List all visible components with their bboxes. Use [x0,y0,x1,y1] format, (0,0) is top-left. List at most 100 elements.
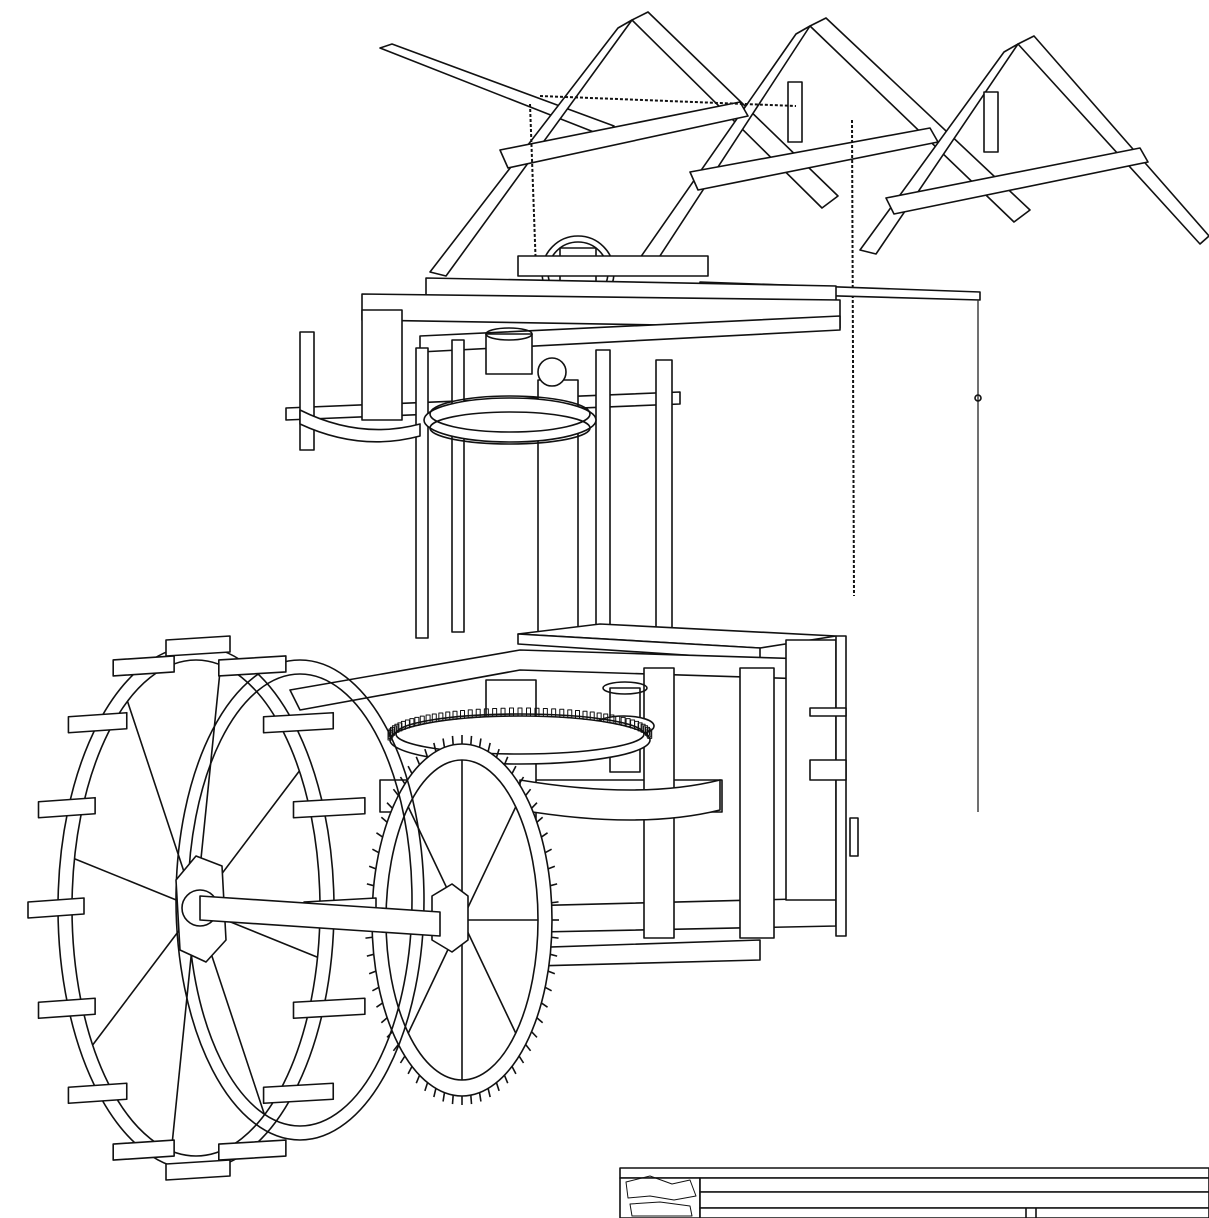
wheel-paddle [292,796,366,819]
gear-tooth [550,953,558,957]
masonry-wall [619,1167,1209,1218]
gear-tooth [525,788,532,797]
crown-tooth [452,710,458,720]
gear-tooth [392,1043,399,1052]
gear-tooth [424,1082,429,1092]
crown-tooth [394,723,400,733]
gear-tooth [376,832,384,838]
gear-tooth [376,1002,384,1008]
crown-tooth [542,707,548,717]
crown-tooth [475,708,481,718]
crown-tooth [551,708,557,718]
gear-tooth [380,1017,388,1024]
gear-tooth [399,776,406,785]
gear-tooth [540,832,548,838]
gear-tooth [366,953,374,957]
gear-tooth [380,816,388,823]
gear-tooth [415,756,421,766]
wheel-paddle [67,1082,128,1105]
gear-tooth [451,735,454,745]
wheel-paddle [37,796,96,819]
crown-tooth [526,707,532,717]
gear-tooth [386,802,394,809]
crown-tooth [445,711,451,721]
gear-tooth [547,865,556,870]
wheel-paddle [112,1139,175,1161]
gear-tooth [495,748,500,758]
crown-tooth [431,713,437,723]
crown-tooth [438,712,444,722]
gear-tooth [503,756,509,766]
crown-tooth [615,715,621,725]
gear-tooth [366,883,374,887]
gear-tooth [399,1055,406,1064]
crown-tooth [620,716,626,726]
crown-tooth [647,729,653,739]
wheel-paddle [262,1082,335,1105]
gear-spoke [461,806,517,921]
gear-tooth [547,970,556,975]
gear-tooth [530,802,538,809]
crown-tooth [574,709,580,719]
gear-tooth [368,865,377,870]
crown-tooth [582,710,588,720]
gear-tooth [365,936,373,939]
crown-tooth [603,713,609,723]
wheel-paddle [218,655,287,677]
crown-tooth [534,707,540,717]
gear-tooth [407,765,413,775]
crown-tooth [567,709,573,719]
gear-tooth [536,1017,544,1024]
lantern-gear [423,327,597,445]
gear-tooth [392,788,399,797]
wheel-paddle [165,635,231,657]
crown-tooth [559,708,565,718]
gear-tooth [487,742,491,752]
crown-tooth [596,712,602,722]
gear-tooth [372,848,380,854]
crown-tooth [637,722,643,732]
gear-tooth [442,1092,446,1102]
crown-tooth [589,711,595,721]
gear-tooth [536,816,544,823]
gear-tooth [551,936,559,939]
gear-tooth [478,738,482,748]
gear-tooth [544,986,552,992]
gear-tooth [525,1043,532,1052]
crown-tooth [460,709,466,719]
gear-tooth [442,738,446,748]
gear-tooth [415,1074,421,1084]
wheel-paddle [67,711,128,734]
crown-tooth [414,716,420,726]
gear-tooth [478,1092,482,1102]
gear-tooth [518,776,525,785]
gear-tooth [495,1082,500,1092]
gear-tooth [511,1065,517,1075]
gear-tooth [433,1088,437,1098]
crown-tooth [508,707,514,717]
water-wheel [27,635,441,1181]
crown-tooth [419,715,425,725]
gear-tooth [551,901,559,904]
crown-tooth [646,728,652,738]
gear-tooth [503,1074,509,1084]
roof-truss [379,11,1209,597]
gear-tooth [470,1095,473,1105]
gear-tooth [544,848,552,854]
crown-tooth [425,714,431,724]
gear-tooth [424,748,429,758]
spur-gear [365,735,559,1105]
crown-tooth [467,709,473,719]
wheel-paddle [218,1139,287,1161]
gear-tooth [540,1002,548,1008]
wheel-paddle [37,997,96,1020]
gear-tooth [511,765,517,775]
crown-tooth [517,707,523,717]
gear-tooth [433,742,437,752]
gear-tooth [470,735,473,745]
crown-tooth [609,714,615,724]
crown-tooth [483,708,489,718]
gear-tooth [368,970,377,975]
